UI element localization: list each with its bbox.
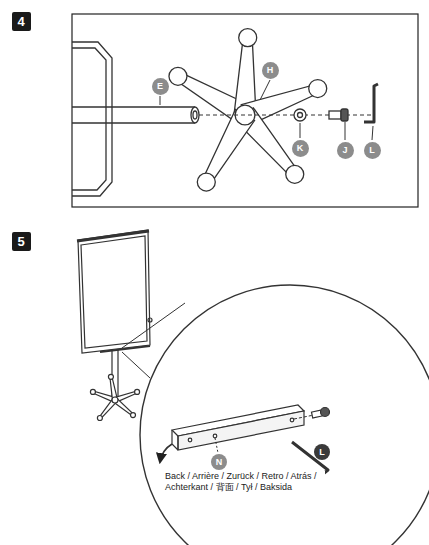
caster [108, 374, 113, 379]
direction-label: Back / Arrière / Zurück / Retro / Atrás … [165, 471, 325, 494]
callout-letter: K [292, 140, 309, 157]
star-base [90, 374, 139, 420]
tube-end [193, 111, 197, 119]
callout-letter: H [262, 62, 279, 79]
stand-frame [72, 48, 106, 190]
board-edge [81, 236, 147, 348]
callout-circle [211, 454, 227, 470]
label-text: K [297, 144, 304, 153]
caster [309, 80, 327, 98]
label-text: N [216, 458, 223, 467]
bolt [341, 109, 348, 121]
step-frame [72, 14, 418, 207]
caster [131, 413, 136, 418]
callout-circle [364, 142, 381, 159]
bracket [178, 411, 304, 450]
caster [169, 67, 187, 85]
hub [112, 397, 118, 403]
flipchart-board [78, 230, 150, 353]
star-base [169, 29, 327, 191]
washer [298, 113, 303, 118]
allen-key [364, 84, 378, 122]
caster [197, 173, 215, 191]
label-text: L [319, 448, 325, 457]
stand-frame [72, 42, 112, 196]
tube [72, 107, 195, 123]
tube-end [191, 107, 199, 123]
tray [100, 346, 150, 352]
label-text: H [267, 66, 274, 75]
washer [294, 109, 306, 121]
callout-letter: N [211, 454, 227, 470]
leader-line [215, 438, 218, 453]
callout-letter: L [364, 142, 381, 159]
caster [239, 29, 257, 47]
back-arrow [160, 444, 172, 462]
label-text: J [342, 146, 347, 155]
caster [135, 389, 140, 394]
leader-line [160, 80, 373, 140]
hole [188, 438, 192, 442]
callout-circle [314, 444, 330, 460]
caster [90, 389, 95, 394]
callout-circle [262, 62, 279, 79]
callout-letter: L [314, 444, 330, 460]
callout-circle [337, 142, 354, 159]
step-number: 5 [12, 232, 31, 251]
callout-letter: E [152, 78, 169, 95]
board-corner [150, 290, 190, 310]
label-text: 4 [17, 15, 24, 28]
label-text: 5 [17, 235, 24, 248]
callout-circle [152, 78, 169, 95]
screw-head [321, 408, 330, 417]
step-number: 4 [12, 12, 31, 31]
number-box [12, 232, 31, 251]
label-text: L [369, 146, 375, 155]
number-box [12, 12, 31, 31]
magnifier-circle [140, 285, 429, 545]
clamp-bar [77, 231, 149, 241]
callout-circle [292, 140, 309, 157]
callout-letter: J [337, 142, 354, 159]
label-text: E [157, 82, 163, 91]
knob [148, 318, 152, 322]
caster [97, 416, 102, 421]
hole [213, 434, 217, 438]
bracket [172, 430, 178, 450]
caster [286, 165, 304, 183]
hole [290, 418, 294, 422]
bolt [329, 111, 341, 119]
axis-line [294, 415, 314, 419]
